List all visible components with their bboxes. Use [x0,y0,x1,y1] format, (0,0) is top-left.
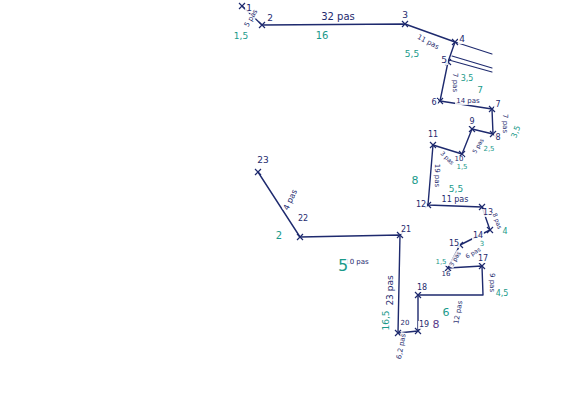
station-cross [259,22,265,28]
measure-label: 1,5 [455,164,468,171]
distance-label: 32 pas [320,12,356,22]
station-cross [402,21,408,27]
road-lines [449,42,492,72]
measure-label: 2,5 [482,146,495,153]
distance-label: 7 pas [452,71,459,92]
station-number: 23 [256,156,269,165]
measure-label: 5,5 [448,185,464,194]
distance-label: 23 pas [385,274,394,306]
measure-label: 3 [479,241,485,248]
measure-label: 4,5 [495,290,510,298]
station-cross [239,3,245,9]
station-cross [487,227,493,233]
measure-label: 2 [275,231,283,241]
measure-label: 3,5 [510,124,523,141]
station-cross [479,263,485,269]
station-number: 12 [415,201,427,209]
station-cross [415,292,421,298]
station-number: 11 [427,131,439,139]
station-number: 17 [477,255,489,263]
distance-label: 7 pas [502,112,509,133]
measure-label: 4 [501,228,508,236]
station-number: 6 [430,99,437,107]
station-number: 14 [472,232,484,240]
distance-label: 19 pas [433,162,440,188]
station-cross [297,234,303,240]
measure-label: 1,5 [434,259,447,266]
measure-label: 1,5 [233,32,249,41]
distance-label: 14 pas [455,98,481,105]
measure-label: 5,5 [404,50,420,59]
distance-label: 6,2 pas [396,332,408,361]
station-cross [430,142,436,148]
station-number: 7 [494,101,501,109]
traverse-line [242,6,493,333]
distance-label: 4 pas [282,188,299,213]
station-number: 9 [468,118,475,126]
station-number: 19 [418,321,430,329]
distance-label: 11 pas [441,196,470,204]
measure-label: 6 [442,307,451,318]
measure-label: 5 [337,258,349,274]
station-number: 15 [448,240,460,248]
station-number: 4 [458,35,466,44]
measure-label: 8 [432,319,441,330]
measure-label: 8 [411,175,420,186]
station-cross [452,39,458,45]
station-cross [469,126,475,132]
station-marks [239,3,496,336]
station-number: 3 [401,11,409,20]
station-number: 5 [440,56,448,65]
station-cross [437,98,443,104]
station-number: 21 [400,226,412,234]
measure-label: 3,5 [460,75,475,83]
station-number: 18 [416,284,428,292]
station-number: 20 [400,320,411,327]
distance-label: 3 pas [438,149,455,166]
station-number: 2 [266,14,274,23]
station-number: 22 [297,215,309,223]
station-number: 16 [441,271,452,278]
measure-label: 16,5 [381,309,390,331]
station-cross [255,169,261,175]
distance-label: 12 pas [453,299,464,325]
measure-label: 7 [476,86,484,95]
station-number: 8 [494,134,501,142]
distance-label: 3 pas [448,250,462,269]
measure-label: 16 [315,31,330,41]
